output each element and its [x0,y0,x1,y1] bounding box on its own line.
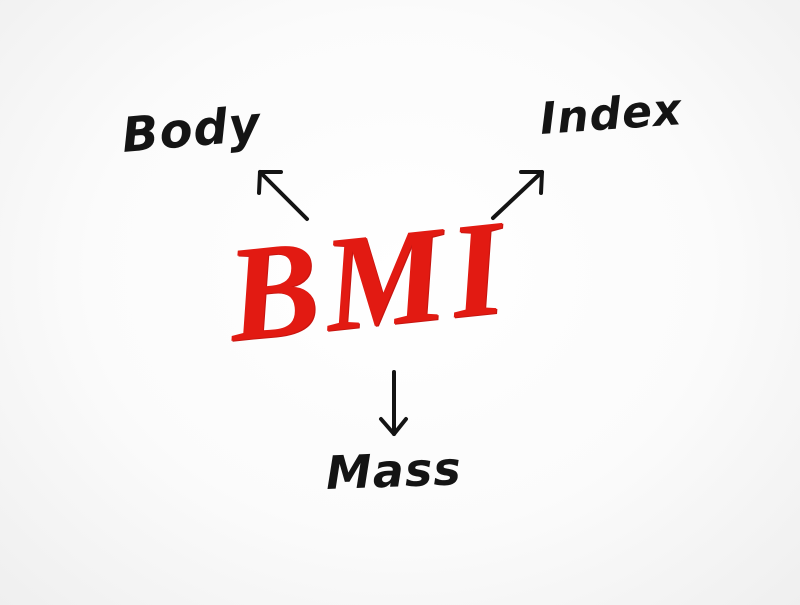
arrow-to-index [491,170,544,220]
label-mass: Mass [325,441,463,500]
label-index: Index [538,84,684,145]
diagram-title-bmi: BMI [220,191,517,371]
arrow-to-body [257,170,309,221]
arrow-to-mass [379,370,408,436]
label-body: Body [119,95,264,164]
